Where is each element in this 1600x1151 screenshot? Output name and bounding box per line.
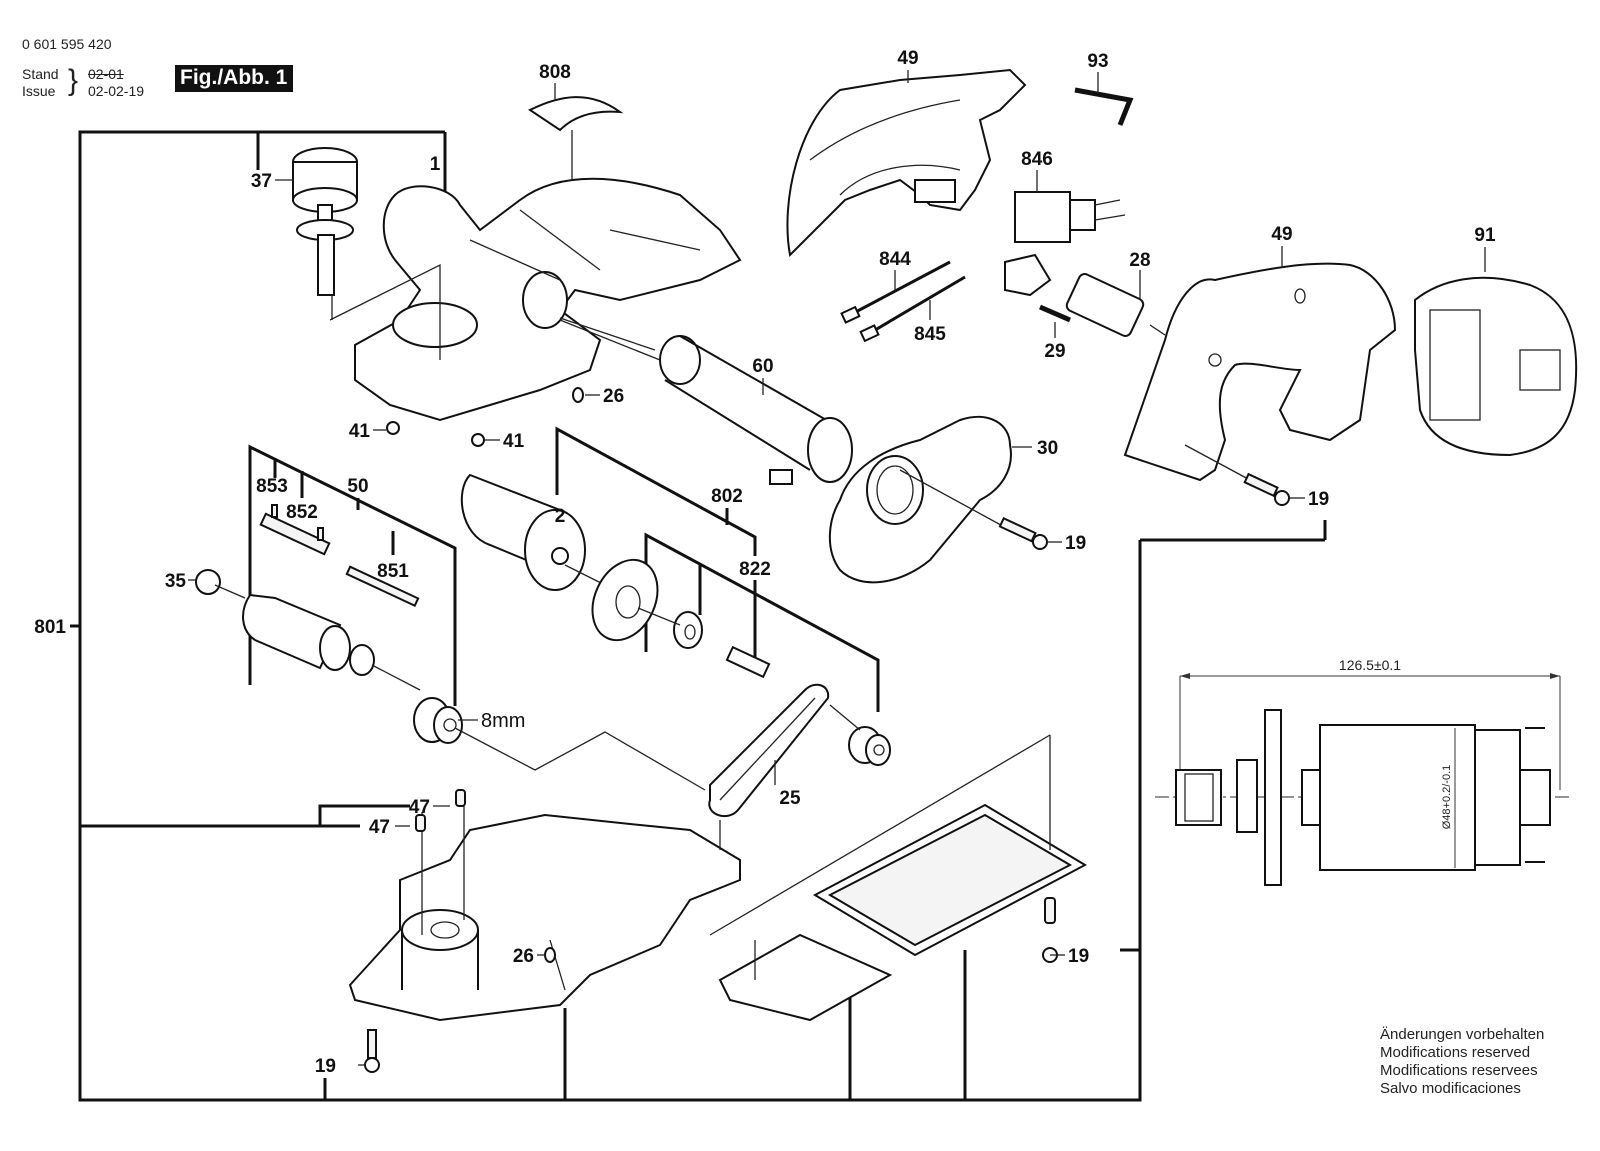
label-28: 28 xyxy=(1129,250,1150,271)
label-60: 60 xyxy=(752,356,773,377)
label-49-top: 49 xyxy=(897,48,918,69)
label-37: 37 xyxy=(251,171,272,192)
part-number: 0 601 595 420 xyxy=(22,36,112,52)
part-1-housing xyxy=(329,177,742,422)
issue-label: Issue xyxy=(22,83,56,99)
label-844: 844 xyxy=(879,249,911,270)
label-19-cover: 19 xyxy=(1065,533,1086,554)
label-91: 91 xyxy=(1474,225,1496,246)
label-49-handle: 49 xyxy=(1271,224,1292,245)
part-25-belt xyxy=(708,683,861,818)
part-93-hex-key xyxy=(1074,72,1134,126)
issue-date: 02-02-19 xyxy=(88,83,145,99)
part-foot-plate xyxy=(718,933,893,1022)
part-fan xyxy=(591,558,771,679)
label-19-sole: 19 xyxy=(1068,946,1089,967)
bracket-50 xyxy=(248,444,457,706)
label-853: 853 xyxy=(256,476,288,497)
stand-label: Stand xyxy=(22,66,59,82)
label-29: 29 xyxy=(1044,341,1065,362)
note-french: Modifications reservees xyxy=(1380,1062,1538,1079)
brace-icon: } xyxy=(68,64,79,97)
label-851: 851 xyxy=(377,561,409,582)
label-26-top: 26 xyxy=(603,386,624,407)
modification-notes: Änderungen vorbehalten Modifications res… xyxy=(1380,1026,1544,1098)
label-26-base: 26 xyxy=(513,946,534,967)
label-50: 50 xyxy=(347,476,368,497)
part-base-housing xyxy=(348,789,741,1022)
part-labels: 1 2 19 19 19 19 25 26 26 28 29 30 35 37 … xyxy=(34,48,1496,1077)
part-28-guide xyxy=(1065,270,1166,337)
label-35: 35 xyxy=(165,571,187,592)
part-91-battery xyxy=(1414,247,1578,457)
label-1: 1 xyxy=(430,154,441,175)
label-801: 801 xyxy=(34,617,66,638)
note-spanish: Salvo modificaciones xyxy=(1380,1080,1521,1097)
part-pulley-small xyxy=(413,697,706,791)
part-30-cover xyxy=(828,415,1032,584)
part-pulley-large xyxy=(848,726,891,766)
part-844-845-wires xyxy=(840,260,966,343)
label-47-bottom: 47 xyxy=(369,817,390,838)
label-19-base: 19 xyxy=(315,1056,336,1077)
part-60-tube xyxy=(559,317,853,485)
label-93: 93 xyxy=(1087,51,1108,72)
part-49-housing-top xyxy=(786,68,1027,258)
label-pulley-size: 8mm xyxy=(481,710,525,732)
label-846: 846 xyxy=(1021,149,1053,170)
label-845: 845 xyxy=(914,324,946,345)
part-29-spring xyxy=(1039,304,1071,338)
part-armature xyxy=(195,504,421,691)
label-2: 2 xyxy=(555,506,566,527)
label-852: 852 xyxy=(286,502,318,523)
label-822: 822 xyxy=(739,559,771,580)
part-2-motor xyxy=(460,473,606,591)
label-802: 802 xyxy=(711,486,743,507)
label-47-top: 47 xyxy=(409,797,430,818)
figure-label: Fig./Abb. 1 xyxy=(175,65,294,92)
note-english: Modifications reserved xyxy=(1380,1044,1531,1061)
label-41-right: 41 xyxy=(503,431,525,452)
label-808: 808 xyxy=(539,62,571,83)
part-808-label-plate xyxy=(528,83,624,180)
label-30: 30 xyxy=(1037,438,1058,459)
part-37-knob xyxy=(292,147,358,320)
note-german: Änderungen vorbehalten xyxy=(1380,1026,1545,1043)
part-846-switch xyxy=(1004,170,1126,297)
old-stand-date: 02-01 xyxy=(88,66,124,82)
part-49-handle xyxy=(1123,246,1397,482)
motor-dimension-drawing xyxy=(1155,673,1570,886)
label-41-left: 41 xyxy=(349,421,371,442)
leader-lines xyxy=(188,179,1305,1066)
label-19-handle: 19 xyxy=(1308,489,1329,510)
part-sole-plate xyxy=(709,734,1088,957)
motor-diameter-dimension: Ø48+0.2/-0.1 xyxy=(1441,765,1453,830)
motor-length-dimension: 126.5±0.1 xyxy=(1339,657,1401,673)
assembly-frame-801 xyxy=(70,130,1327,1102)
label-25: 25 xyxy=(779,788,801,809)
